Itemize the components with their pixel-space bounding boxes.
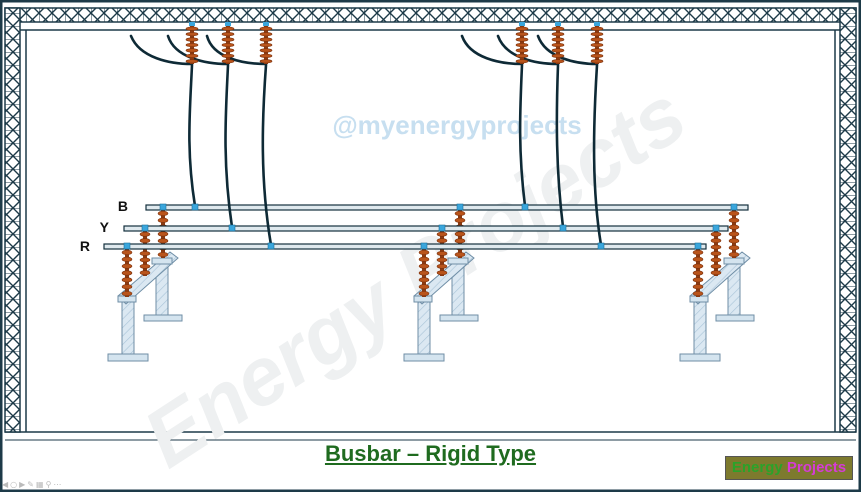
slides-icon[interactable]: ▦ [36,480,46,489]
post-insulators [121,210,740,297]
rear-base-plate [715,314,755,322]
busbar-clamp [438,224,446,232]
incoming-cable [129,34,194,66]
logo-word-energy: Energy [731,459,783,476]
incoming-cable [460,34,524,66]
front-column [417,299,431,357]
busbar-clamp [694,242,702,250]
busbar-clamp [559,224,567,232]
post-insulator [418,249,430,297]
drop-conductor [224,63,234,229]
watermark-handle: @myenergyprojects [332,110,581,140]
suspension-insulator [551,26,565,64]
insulator-cap [555,22,561,26]
suspension-insulators [185,22,604,64]
front-base-plate [107,353,149,362]
busbar-clamp [159,203,167,211]
post-insulator [692,249,704,297]
post-insulator [728,210,740,258]
front-base-plate [403,353,445,362]
suspension-insulator [221,26,235,64]
suspension-insulator [185,26,199,64]
zoom-icon[interactable]: ⚲ [45,480,54,489]
insulator-cap [519,22,525,26]
suspension-insulator [259,26,273,64]
drop-conductor [592,63,603,247]
front-column [121,299,135,357]
busbar-clamp [228,224,236,232]
drop-conductor [261,63,273,247]
busbar-clamp [597,242,605,250]
forward-icon[interactable]: ▶ [19,480,28,489]
drop-conductor [518,63,527,208]
incoming-cable [536,34,599,66]
phase-label-r: R [80,238,90,254]
energy-projects-logo: Energy Projects [725,456,853,480]
slideshow-toolbar: ◀○▶✎▦⚲⋯ [2,480,63,490]
busbar-clamp [420,242,428,250]
drop-conductor [555,63,565,229]
play-icon[interactable]: ◀ [2,480,11,489]
post-insulator [157,210,169,258]
suspension-insulator [515,26,529,64]
suspension-insulator [590,26,604,64]
busbar-clamp [267,242,275,250]
support-structure-left [107,251,183,362]
back-icon[interactable]: ○ [10,480,20,489]
busbar-clamp [521,203,529,211]
front-base-plate [679,353,721,362]
truss-left [4,7,21,433]
logo-word-projects: Projects [786,459,847,476]
diagram-caption: Busbar – Rigid Type [324,441,537,466]
support-structure-middle [403,251,479,362]
busbar-y [123,225,729,232]
column-cap [151,257,173,265]
menu-icon[interactable]: ⋯ [53,480,64,489]
support-structures [107,251,755,362]
insulator-cap [263,22,269,26]
post-insulator [139,231,151,276]
pen-icon[interactable]: ✎ [27,480,36,489]
rear-base-plate [143,314,183,322]
column-cap [723,257,745,265]
phase-label-b: B [118,198,128,214]
drop-conductor [188,63,197,208]
truss-top [4,7,857,23]
post-insulator [710,231,722,276]
busbar-clamp [123,242,131,250]
phase-label-y: Y [100,219,110,235]
insulator-cap [189,22,195,26]
busbar-clamp [141,224,149,232]
front-column [693,299,707,357]
busbar-b [145,204,749,211]
gantry-frame [4,7,857,433]
truss-right [839,7,857,433]
insulator-cap [225,22,231,26]
clamps [123,203,738,250]
rear-base-plate [439,314,479,322]
busbars [103,204,749,250]
incoming-cable [205,34,268,66]
busbar-clamp [730,203,738,211]
busbar-clamp [191,203,199,211]
post-insulator [121,249,133,297]
busbar-clamp [712,224,720,232]
column-cap [447,257,469,265]
busbar-clamp [456,203,464,211]
busbar-r [103,243,707,250]
insulator-cap [594,22,600,26]
